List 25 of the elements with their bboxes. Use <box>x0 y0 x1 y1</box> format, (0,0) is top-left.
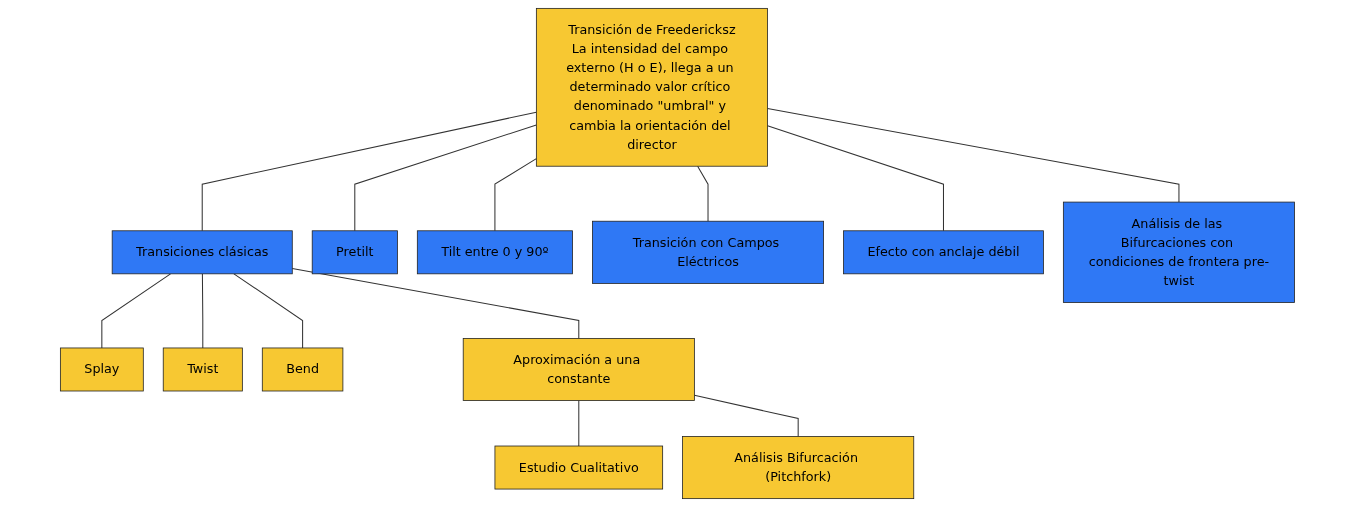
node-box: Aproximación a una constante <box>462 338 695 401</box>
node-box: Efecto con anclaje débil <box>842 230 1044 275</box>
node-box: Análisis de las Bifurcaciones con condiciones de frontera pre-twist <box>1062 201 1295 303</box>
connector <box>232 273 303 349</box>
node-box: Tilt entre 0 y 90º <box>416 230 573 275</box>
node-box: Transición de Freedericksz La intensidad del campo externo (H o E), llega a un determinado valor crítico denominado "umbral" y cambia la orientación del director <box>535 8 768 167</box>
connector <box>766 108 1179 203</box>
connector <box>696 165 709 222</box>
connector <box>201 273 203 349</box>
node-box: Transiciones clásicas <box>111 230 293 275</box>
connector <box>353 124 537 232</box>
node-box: Pretilt <box>311 230 398 275</box>
connector <box>291 268 579 339</box>
connector <box>693 394 799 437</box>
connector <box>577 400 579 447</box>
node-box: Twist <box>162 347 243 392</box>
connector <box>201 111 537 232</box>
node-box: Bend <box>261 347 343 392</box>
connector <box>493 158 537 232</box>
node-box: Análisis Bifurcación (Pitchfork) <box>681 436 914 499</box>
node-box: Estudio Cualitativo <box>494 445 663 490</box>
connector <box>100 273 171 349</box>
node-box: Splay <box>59 347 144 392</box>
node-box: Transición con Campos Eléctricos <box>591 220 824 284</box>
connector <box>766 125 944 232</box>
